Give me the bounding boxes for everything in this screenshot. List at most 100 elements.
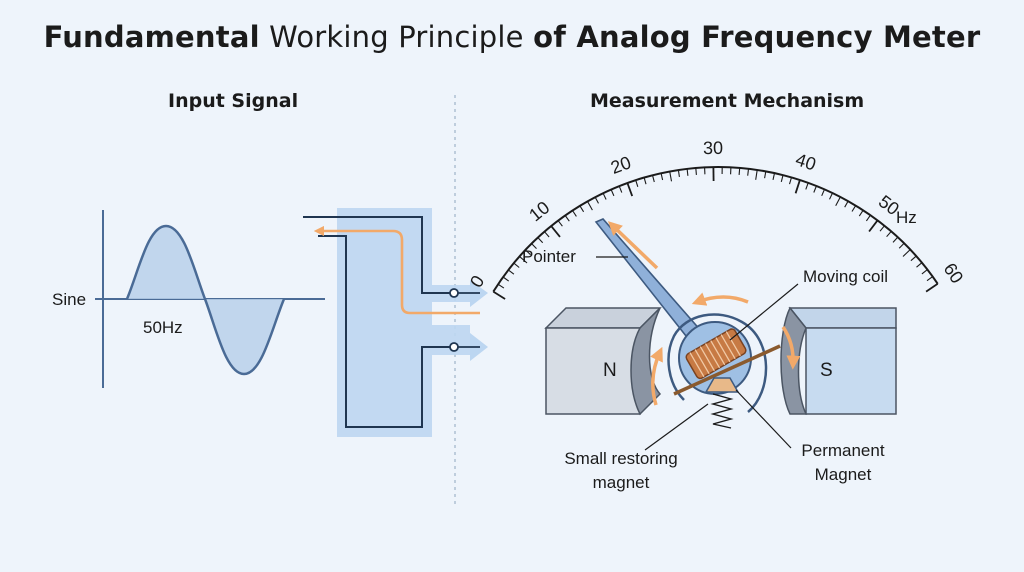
scale-minor-tick: [916, 262, 923, 268]
scale-minor-tick: [507, 269, 515, 275]
scale-minor-tick: [537, 237, 544, 244]
pointer-swing-arrow: [607, 221, 659, 270]
scale-minor-tick: [910, 255, 917, 262]
sine-label: Sine: [52, 290, 86, 309]
scale-minor-tick: [669, 171, 673, 182]
scale-minor-tick: [747, 168, 750, 176]
right-torque-arrow: [781, 326, 801, 370]
scale-major-tick: [492, 290, 506, 300]
south-magnet-top: [788, 307, 897, 329]
scale-minor-tick: [686, 168, 689, 176]
upper-terminal: [449, 288, 459, 298]
coil-assembly: [667, 313, 781, 429]
scale-tick-label: 20: [608, 152, 634, 178]
scale-minor-tick: [902, 249, 911, 257]
pointer-label: Pointer: [522, 247, 576, 266]
scale-minor-tick: [635, 179, 639, 187]
scale-major-tick: [868, 219, 879, 233]
scale-minor-tick: [898, 242, 905, 249]
input-signal-heading: Input Signal: [168, 90, 299, 112]
current-flow-arrow: [313, 225, 480, 315]
lower-terminal: [449, 342, 459, 352]
scale-minor-tick: [879, 225, 885, 232]
signal-band: [337, 208, 470, 437]
scale-minor-tick: [519, 255, 528, 264]
scale-minor-tick: [886, 231, 892, 238]
scale-minor-tick: [618, 185, 623, 193]
scale-minor-tick: [844, 200, 849, 208]
sine-curve: [125, 224, 286, 376]
scale-major-tick: [794, 179, 801, 194]
scale-tick-label: 60: [940, 259, 968, 287]
scale-minor-tick: [813, 185, 817, 193]
south-magnet: S: [780, 306, 897, 415]
scale-ticks: [492, 166, 939, 300]
restoring-spring: [710, 393, 734, 429]
scale-minor-tick: [557, 220, 563, 227]
title-bold-start: Fundamental: [43, 20, 260, 54]
restoring-magnet-label-line2: magnet: [593, 473, 650, 492]
title-bold-end: of Analog Frequency Meter: [533, 20, 981, 54]
positive-half-fill: [127, 226, 205, 299]
scale-minor-tick: [835, 196, 841, 207]
sine-wave-graph: Sine 50Hz: [52, 210, 325, 388]
scale-minor-tick: [497, 283, 505, 289]
scale-minor-tick: [892, 236, 899, 243]
lower-wire: [318, 235, 452, 428]
scale-minor-tick: [851, 205, 857, 212]
frequency-label: 50Hz: [143, 318, 183, 337]
coil-frame: [667, 313, 768, 413]
page-title: Fundamental Working Principle of Analog …: [0, 20, 1024, 54]
scale-minor-tick: [610, 189, 615, 197]
scale-minor-tick: [755, 169, 758, 180]
scale-minor-tick: [651, 175, 655, 183]
scale-minor-tick: [788, 177, 793, 185]
scale-minor-tick: [865, 214, 871, 222]
coil-axle: [673, 344, 781, 396]
scale-minor-tick: [677, 169, 680, 177]
south-magnet-face: [805, 327, 897, 415]
scale-minor-tick: [780, 174, 784, 183]
measurement-mechanism-heading: Measurement Mechanism: [590, 90, 865, 112]
south-label: S: [820, 360, 833, 381]
scale-minor-tick: [587, 201, 593, 211]
north-magnet-face: [545, 327, 641, 415]
scale-minor-tick: [594, 196, 599, 204]
restoring-magnet-body: [704, 377, 740, 393]
negative-half-fill: [205, 299, 284, 374]
restoring-magnet-leader: [644, 403, 709, 451]
scale-minor-tick: [695, 167, 697, 175]
scale-minor-tick: [564, 215, 570, 222]
scale-major-tick: [925, 283, 939, 293]
scale-minor-tick: [829, 192, 833, 200]
scale-unit: Hz: [896, 208, 917, 227]
scale-minor-tick: [821, 189, 826, 197]
scale-minor-tick: [502, 276, 510, 282]
scale-tick-label: 40: [793, 149, 818, 174]
scale-minor-tick: [921, 269, 928, 275]
scale-minor-tick: [772, 172, 776, 181]
scale-major-tick: [550, 225, 561, 238]
moving-coil-label: Moving coil: [803, 267, 888, 286]
moving-coil-leader: [729, 283, 799, 341]
scale-minor-tick: [660, 173, 664, 181]
scale-minor-tick: [544, 231, 550, 238]
scale-major-tick: [626, 182, 634, 197]
copper-winding: [685, 328, 747, 380]
permanent-magnet-label-line1: Permanent: [801, 441, 884, 460]
scale-minor-tick: [858, 209, 864, 217]
north-label: N: [603, 360, 617, 381]
scale-tick-label: 10: [525, 197, 553, 225]
scale-minor-tick: [602, 192, 607, 200]
scale-tick-label: 30: [703, 138, 723, 158]
scale-minor-tick: [531, 243, 537, 249]
leader-lines: [596, 256, 799, 451]
signal-conditioning-block: [303, 208, 488, 437]
permanent-magnet-label-line2: Magnet: [815, 465, 872, 484]
motion-arrows: [607, 221, 801, 406]
north-magnet: N: [544, 307, 662, 416]
